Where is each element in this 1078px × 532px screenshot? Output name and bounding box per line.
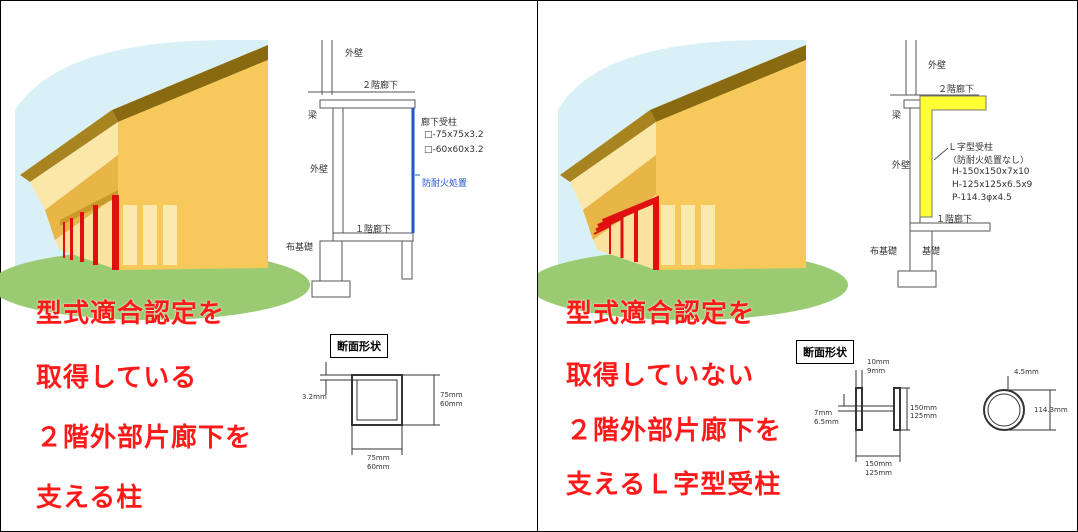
right-cross-section-h — [838, 370, 910, 462]
upper-shade — [570, 122, 656, 210]
l-shaped-supports — [593, 195, 659, 270]
caption-line-3: ２階外部片廊下を — [36, 423, 253, 453]
label-fireproof: 防耐火処置 — [422, 179, 468, 189]
label-corridor-1f: １階廊下 — [936, 215, 973, 225]
roof — [112, 45, 268, 122]
caption-line-4: 支える柱 — [36, 483, 144, 513]
column-2 — [93, 205, 98, 265]
section-shape-title: 断面形状 — [796, 340, 854, 364]
dim-width1: 75mm — [367, 454, 390, 462]
caption-line-2: 取得している — [36, 363, 198, 393]
label-support-title: 廊下受柱 — [421, 118, 458, 128]
dim-width2: 60mm — [367, 463, 390, 471]
roof-eave — [20, 110, 118, 182]
yellow-l-column — [919, 95, 987, 218]
caption-line-4: 支えるＬ字型受柱 — [566, 470, 782, 500]
label-spec3: P-114.3φx4.5 — [952, 193, 1012, 203]
dim-web2: 6.5mm — [814, 418, 839, 426]
panel-divider — [537, 0, 538, 532]
dim-h-width2: 125mm — [865, 469, 892, 477]
right-panel: 外壁 ２階廊下 梁 外壁 Ｌ字型受柱 （防耐火処置なし） H-150x150x7… — [538, 0, 1075, 532]
dim-h-height1: 150mm — [910, 404, 937, 412]
label-support-title: Ｌ字型受柱 — [948, 143, 994, 153]
label-beam: 梁 — [892, 111, 902, 121]
label-spec1: □-75x75x3.2 — [424, 130, 484, 140]
windows — [661, 205, 715, 265]
label-beam: 梁 — [308, 111, 318, 121]
dim-pipe-thickness: 4.5mm — [1014, 368, 1039, 376]
roof — [650, 45, 806, 122]
left-cross-section — [320, 362, 440, 455]
column-4 — [70, 218, 73, 260]
lower-wall — [593, 195, 656, 270]
dim-h-height2: 125mm — [910, 412, 937, 420]
label-spec1: H-150x150x7x10 — [952, 167, 1030, 177]
upper-shade — [30, 122, 118, 210]
column-5 — [63, 222, 65, 258]
corridor-slab — [60, 190, 118, 226]
caption-line-3: ２階外部片廊下を — [566, 416, 783, 446]
right-section-drawing — [890, 40, 991, 288]
dim-pipe-diameter: 114.3mm — [1034, 406, 1068, 414]
label-spec2: □-60x60x3.2 — [424, 145, 484, 155]
label-spec2: H-125x125x6.5x9 — [952, 180, 1033, 190]
dim-height2: 60mm — [440, 400, 463, 408]
label-outer-wall-top: 外壁 — [928, 61, 947, 71]
section-shape-title: 断面形状 — [330, 334, 388, 358]
dim-h-width1: 150mm — [865, 460, 892, 468]
column-1 — [112, 195, 119, 270]
label-corridor-2f: ２階廊下 — [362, 81, 399, 91]
label-support-note: （防耐火処置なし） — [948, 156, 1030, 166]
dim-web1: 7mm — [814, 409, 833, 417]
caption-line-1: 型式適合認定を — [36, 299, 226, 329]
label-outer-wall: 外壁 — [310, 165, 329, 175]
dim-height1: 75mm — [440, 391, 463, 399]
label-corridor-2f: ２階廊下 — [938, 85, 975, 95]
windows — [123, 205, 177, 265]
label-corridor-1f: １階廊下 — [355, 225, 392, 235]
caption-line-1: 型式適合認定を — [566, 299, 756, 329]
dim-thickness: 3.2mm — [302, 393, 327, 401]
left-illustration — [0, 40, 440, 455]
corridor-2f-edge — [583, 155, 656, 240]
column-3 — [80, 212, 84, 262]
right-illustration — [538, 40, 1056, 462]
label-foundation: 布基礎 — [286, 243, 314, 253]
left-panel: 外壁 ２階廊下 梁 外壁 廊下受柱 □-75x75x3.2 □-60x60x3.… — [0, 0, 537, 532]
label-foundation2: 基礎 — [922, 247, 941, 257]
roof-eave — [560, 110, 656, 182]
label-outer-wall-top: 外壁 — [345, 49, 364, 59]
support-columns — [63, 195, 119, 270]
label-foundation: 布基礎 — [870, 247, 898, 257]
dim-flange2: 9mm — [867, 367, 886, 375]
right-cross-section-pipe — [983, 376, 1056, 431]
dim-flange1: 10mm — [867, 358, 890, 366]
label-outer-wall: 外壁 — [892, 161, 911, 171]
left-section-drawing — [308, 40, 416, 298]
caption-line-2: 取得していない — [566, 361, 755, 391]
